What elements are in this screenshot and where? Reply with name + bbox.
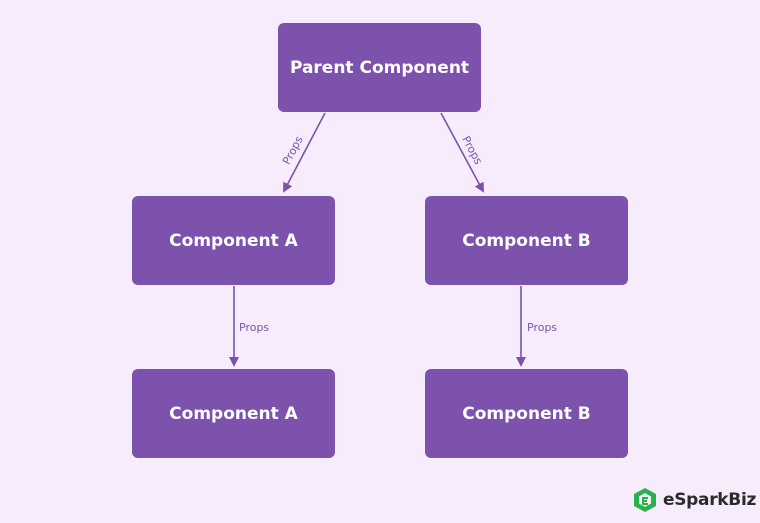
parent-component-node: Parent Component	[278, 23, 481, 112]
brand-name: eSparkBiz	[663, 490, 757, 510]
parent-component-label: Parent Component	[289, 57, 470, 78]
child-component-b-label: Component B	[462, 403, 591, 424]
edge-label-component-b-to-component-b: Props	[527, 321, 557, 334]
esparkbiz-logo-icon	[634, 488, 656, 512]
component-a-label: Component A	[169, 230, 298, 251]
component-a-node: Component A	[132, 196, 335, 285]
edge-parent-to-component-a	[283, 112, 326, 193]
component-b-node: Component B	[425, 196, 628, 285]
edge-label-parent-to-component-a: Props	[280, 134, 306, 167]
child-component-a-label: Component A	[169, 403, 298, 424]
component-b-label: Component B	[462, 230, 591, 251]
brand-logo: eSparkBiz	[633, 487, 756, 513]
edge-label-component-a-to-component-a: Props	[239, 321, 269, 334]
edge-label-parent-to-component-b: Props	[459, 134, 485, 167]
child-component-a-node: Component A	[132, 369, 335, 458]
child-component-b-node: Component B	[425, 369, 628, 458]
edge-parent-to-component-b	[440, 112, 484, 193]
